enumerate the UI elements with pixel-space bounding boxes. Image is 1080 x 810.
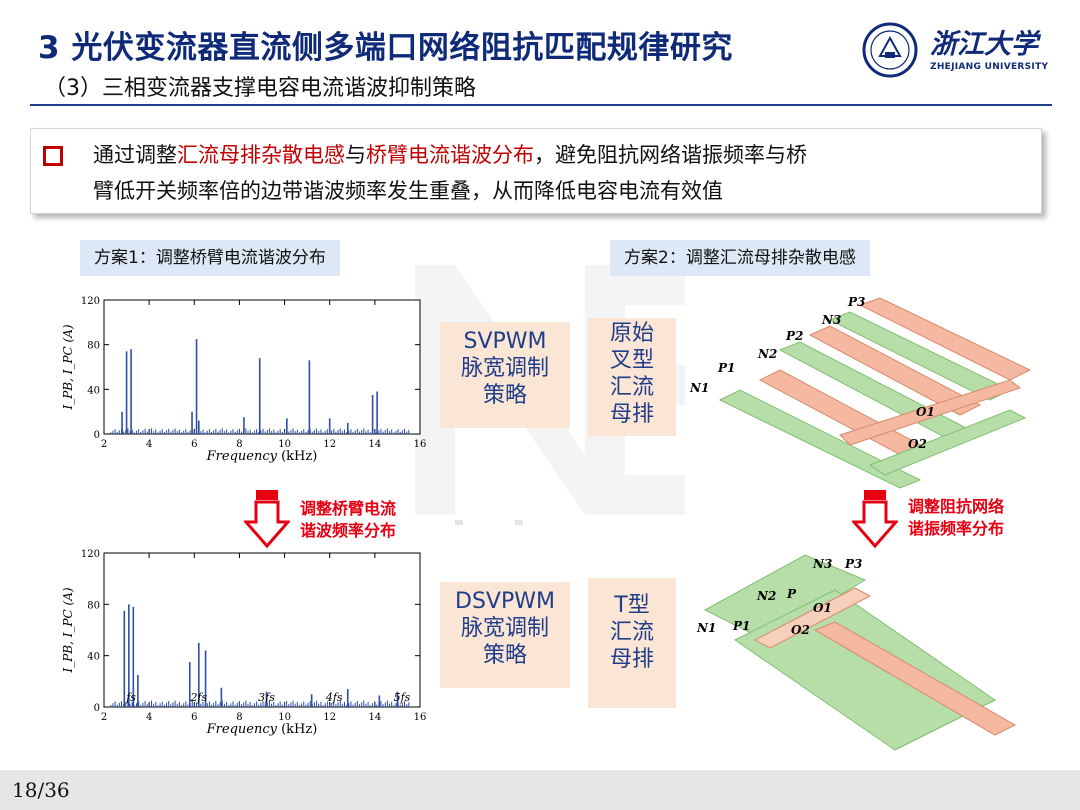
- x-tick-label: 4: [146, 712, 152, 723]
- box-line: SVPWM: [463, 329, 547, 354]
- x-tick-label: 4: [146, 439, 152, 450]
- callout-text: ，避免阻抗网络谐振频率与桥: [534, 143, 807, 167]
- x-tick-label: 16: [414, 439, 427, 450]
- original-busbar-box: 原始 叉型 汇流 母排: [588, 318, 676, 436]
- box-line: 叉型: [609, 348, 654, 373]
- t-busbar-illustration: N3 P3 N2 P O1 N1 P1 O2: [696, 554, 1017, 751]
- terminal-label: N1: [689, 381, 709, 395]
- plot-frame: [103, 552, 421, 708]
- page-title: 3 光伏变流器直流侧多端口网络阻抗匹配规律研究: [38, 30, 733, 66]
- terminal-label: N2: [757, 347, 777, 361]
- terminal-label: P3: [844, 557, 862, 571]
- arrow-caption-line: 调整桥臂电流: [300, 499, 397, 518]
- harmonic-label: 3fs: [258, 691, 275, 704]
- callout-text: 通过调整: [93, 143, 177, 167]
- box-line: 脉宽调制: [460, 356, 549, 381]
- x-tick-label: 14: [368, 439, 381, 450]
- y-tick-label: 120: [81, 549, 100, 560]
- down-arrow-left-icon: [244, 490, 290, 548]
- x-tick-label: 2: [101, 439, 107, 450]
- box-line: 母排: [609, 402, 654, 427]
- y-axis-label: I_PB, I_PC (A): [61, 587, 75, 673]
- footer-bar: 18/36: [0, 770, 1080, 810]
- x-tick-label: 10: [278, 712, 291, 723]
- x-tick-label: 14: [368, 712, 381, 723]
- y-axis-label: I_PB, I_PC (A): [61, 324, 75, 410]
- terminal-label: P1: [732, 619, 750, 633]
- title-divider: [30, 104, 1052, 106]
- x-tick-label: 16: [414, 712, 427, 723]
- page-subtitle: （3）三相变流器支撑电容电流谐波抑制策略: [44, 76, 476, 101]
- y-tick-label: 0: [94, 430, 100, 441]
- terminal-label: O2: [791, 623, 810, 637]
- x-tick-label: 2: [101, 712, 107, 723]
- harmonic-label: 5fs: [394, 691, 411, 704]
- arrow-caption-line: 谐波频率分布: [300, 521, 397, 540]
- x-tick-label: 8: [236, 712, 242, 723]
- harmonic-label: 2fs: [189, 691, 207, 704]
- arrow-caption-right: 调整阻抗网络 谐振频率分布: [908, 496, 1004, 540]
- terminal-label: P2: [785, 329, 803, 343]
- terminal-label: O1: [916, 405, 935, 419]
- plot-frame: [103, 299, 421, 435]
- box-line: 原始: [609, 321, 654, 346]
- terminal-label: N1: [696, 621, 716, 635]
- t-busbar-box: T型 汇流 母排: [588, 578, 676, 708]
- page-number: 18/36: [12, 778, 70, 802]
- callout-highlight-harmonic: 桥臂电流谐波分布: [366, 143, 534, 167]
- terminal-label: P3: [847, 295, 865, 309]
- square-bullet-icon: [43, 146, 63, 166]
- y-tick-label: 40: [87, 385, 100, 396]
- scheme1-label: 方案1：调整桥臂电流谐波分布: [80, 240, 340, 276]
- y-tick-label: 80: [87, 341, 100, 352]
- harmonic-label: 4fs: [325, 691, 343, 704]
- terminal-label: O2: [908, 437, 927, 451]
- callout-line-2: 臂低开关频率倍的边带谐波频率发生重叠，从而降低电容电流有效值: [93, 179, 723, 203]
- x-axis-label: Frequency (kHz): [206, 722, 318, 737]
- university-name-en: ZHEJIANG UNIVERSITY: [930, 62, 1049, 72]
- university-seal-icon: [862, 22, 918, 78]
- svpwm-strategy-box: SVPWM 脉宽调制 策略: [440, 322, 570, 428]
- dsvpwm-strategy-box: DSVPWM 脉宽调制 策略: [440, 582, 570, 688]
- callout-text: 与: [345, 143, 366, 167]
- box-line: 策略: [482, 383, 527, 408]
- x-axis-label: Frequency (kHz): [206, 449, 318, 464]
- x-tick-label: 6: [191, 439, 197, 450]
- terminal-label: N2: [756, 589, 776, 603]
- y-tick-label: 40: [87, 652, 100, 663]
- terminal-label: O1: [813, 601, 832, 615]
- harmonic-label: fs: [125, 691, 136, 704]
- terminal-label: N3: [821, 313, 841, 327]
- box-line: 脉宽调制: [460, 616, 549, 641]
- x-tick-label: 12: [323, 439, 336, 450]
- arrow-caption-line: 调整阻抗网络: [908, 497, 1005, 516]
- y-tick-label: 80: [87, 600, 100, 611]
- box-line: DSVPWM: [455, 589, 555, 614]
- terminal-label: P: [786, 587, 797, 601]
- summary-callout: 通过调整汇流母排杂散电感与桥臂电流谐波分布，避免阻抗网络谐振频率与桥 臂低开关频…: [30, 128, 1042, 214]
- arrow-caption-left: 调整桥臂电流 谐波频率分布: [300, 498, 396, 542]
- arrow-caption-line: 谐振频率分布: [908, 519, 1005, 538]
- down-arrow-right-icon: [852, 490, 898, 548]
- callout-line-1: 通过调整汇流母排杂散电感与桥臂电流谐波分布，避免阻抗网络谐振频率与桥: [93, 139, 807, 169]
- terminal-label: P1: [717, 361, 735, 375]
- x-tick-label: 12: [323, 712, 336, 723]
- x-tick-label: 8: [236, 439, 242, 450]
- box-line: T型: [614, 593, 650, 618]
- y-tick-label: 120: [81, 296, 100, 307]
- terminal-label: N3: [812, 557, 832, 571]
- box-line: 策略: [482, 643, 527, 668]
- x-tick-label: 10: [278, 439, 291, 450]
- y-tick-label: 0: [94, 703, 100, 714]
- scheme2-label: 方案2：调整汇流母排杂散电感: [610, 240, 870, 276]
- box-line: 汇流: [609, 620, 654, 645]
- box-line: 汇流: [609, 375, 654, 400]
- x-tick-label: 6: [191, 712, 197, 723]
- fork-busbar-illustration: P3 N3 P2 N2 P1 N1 O1 O2: [689, 295, 1032, 489]
- callout-highlight-busbar: 汇流母排杂散电感: [177, 143, 345, 167]
- box-line: 母排: [609, 647, 654, 672]
- university-name-logo: 浙江大学: [930, 29, 1038, 60]
